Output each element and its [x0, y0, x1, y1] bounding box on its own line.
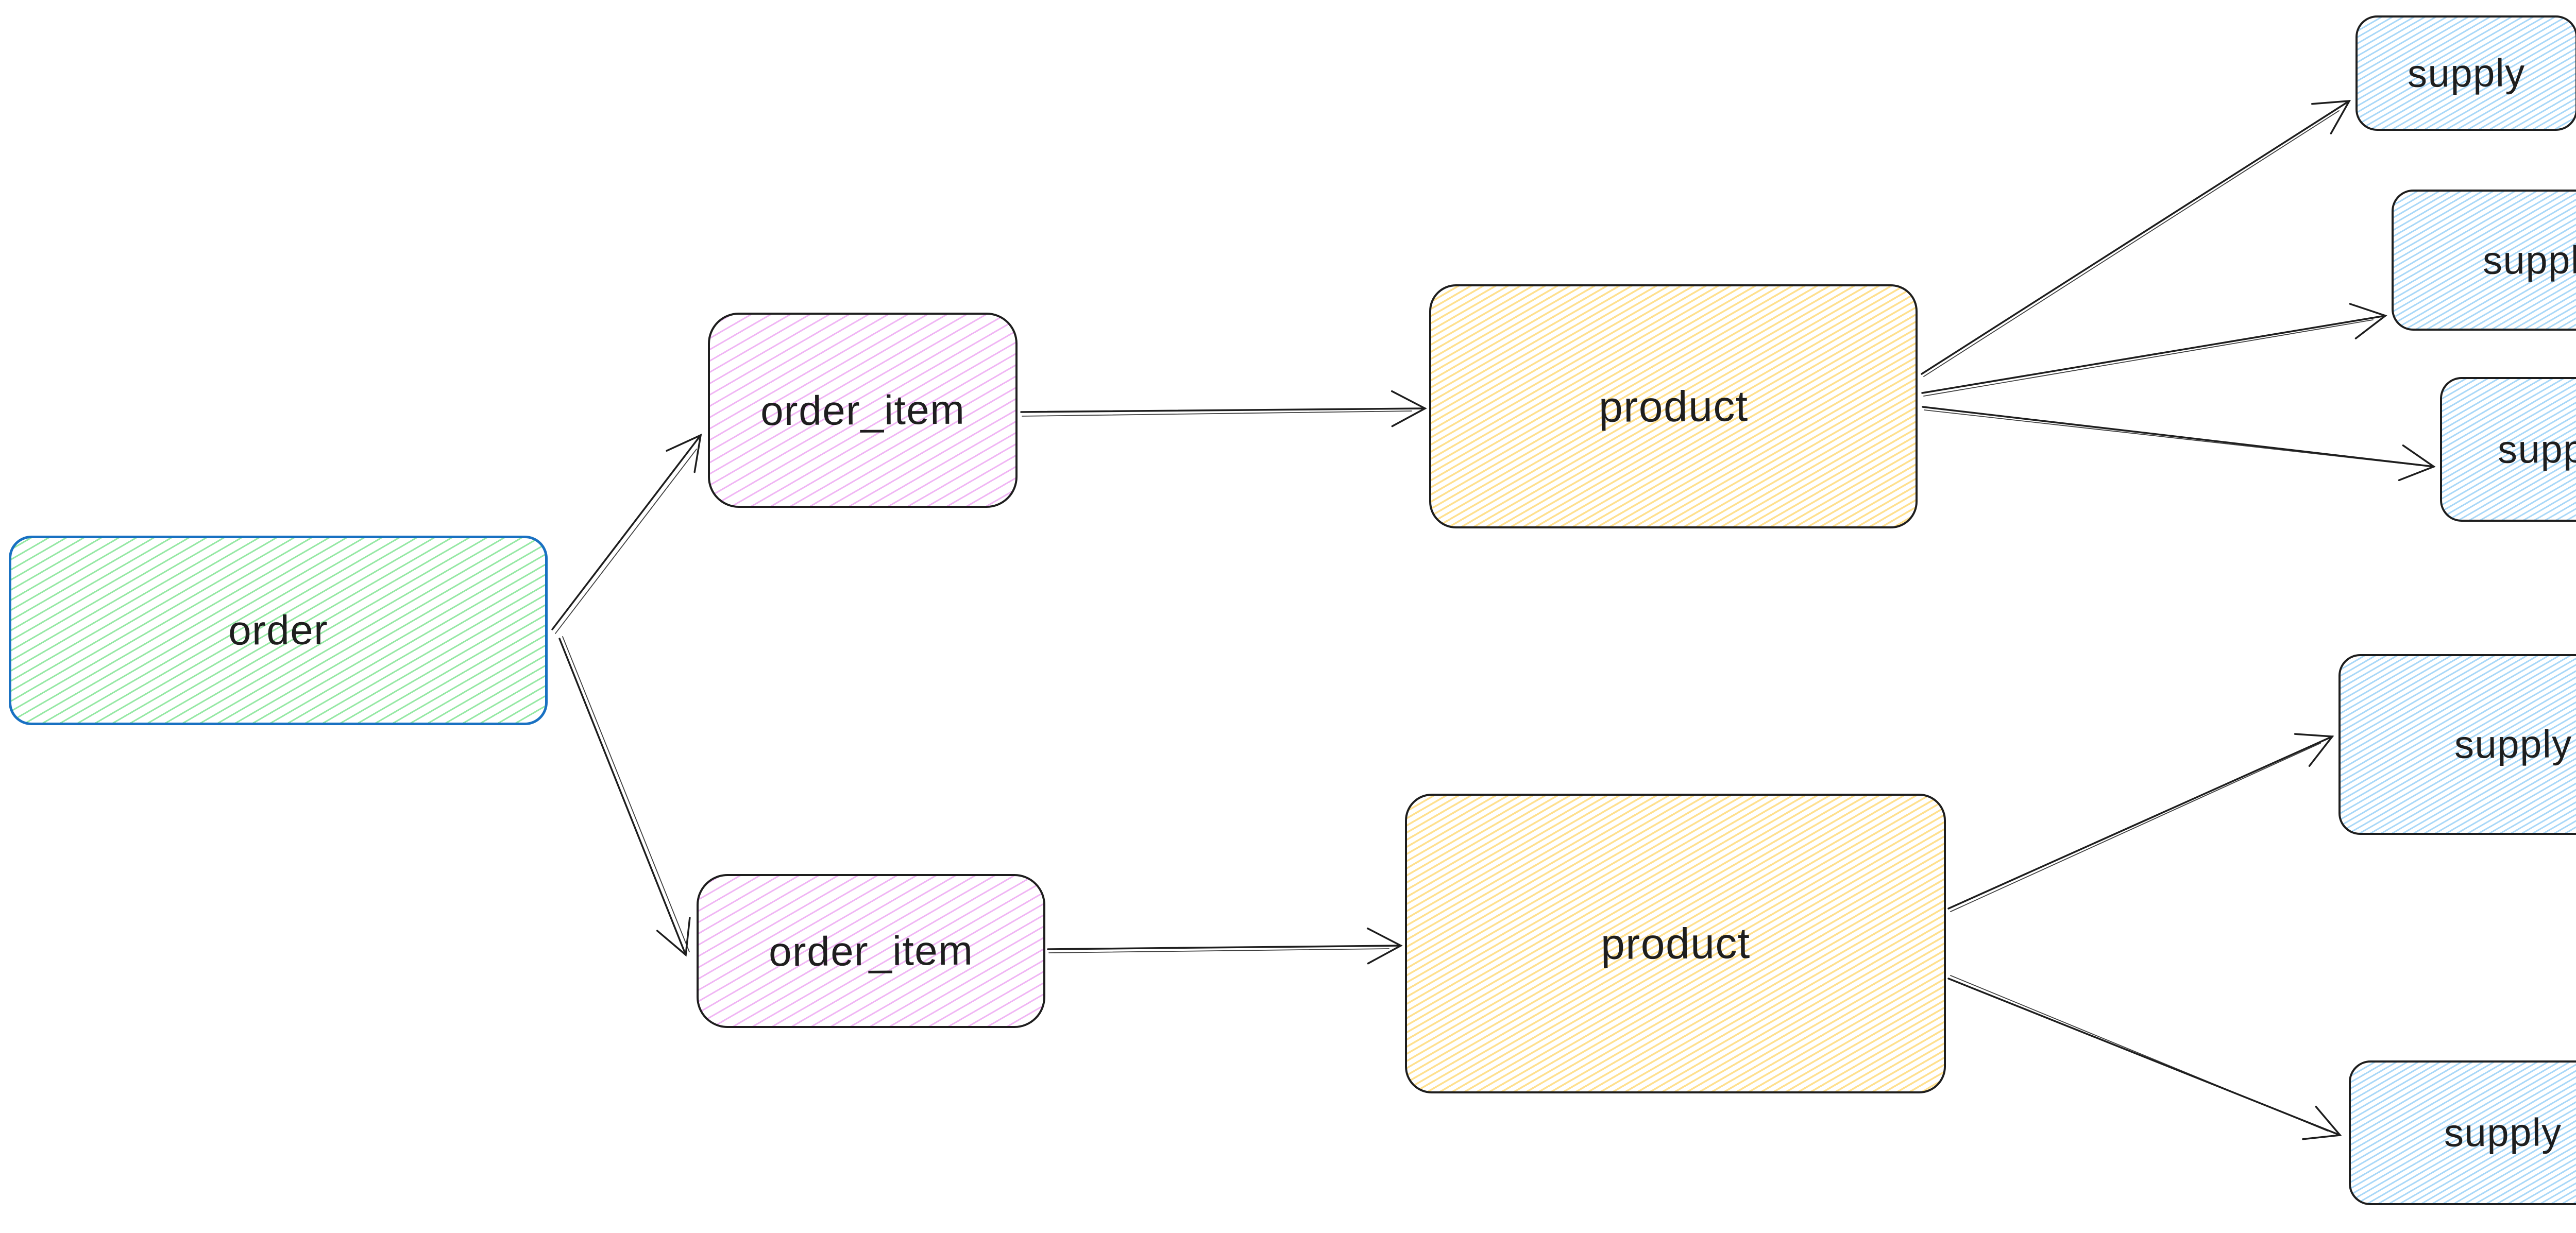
arrow-order-item-top-to-product-top[interactable] [1020, 390, 1427, 427]
node-order[interactable]: order [9, 536, 548, 725]
node-supply-top-3-label: supply [2497, 427, 2576, 472]
node-order-item-bottom[interactable]: order_item [697, 874, 1045, 1028]
arrow-product-top-to-supply-top-1[interactable] [1921, 99, 2351, 377]
node-supply-bottom-2[interactable]: supply [2349, 1060, 2576, 1205]
node-order-item-top[interactable]: order_item [708, 313, 1018, 508]
node-supply-top-1-label: supply [2407, 50, 2526, 96]
node-order-item-bottom-label: order_item [768, 927, 974, 974]
node-product-bottom-label: product [1600, 918, 1751, 968]
arrow-product-top-to-supply-top-3[interactable] [1922, 406, 2436, 482]
node-product-top-label: product [1598, 381, 1749, 431]
node-order-label: order [228, 607, 329, 654]
arrow-product-top-to-supply-top-2[interactable] [1921, 303, 2387, 397]
node-product-bottom[interactable]: product [1405, 794, 1946, 1093]
node-supply-top-1[interactable]: supply [2355, 15, 2576, 131]
arrow-order-item-bottom-to-product-bottom[interactable] [1047, 927, 1403, 965]
arrow-order-to-order-item-top[interactable] [551, 434, 702, 634]
node-supply-top-2[interactable]: supply [2392, 190, 2576, 331]
node-supply-bottom-2-label: supply [2444, 1110, 2562, 1155]
node-supply-top-2-label: supply [2482, 237, 2576, 283]
node-product-top[interactable]: product [1429, 284, 1918, 528]
node-supply-top-3[interactable]: supply [2440, 377, 2576, 522]
arrow-order-to-order-item-bottom[interactable] [558, 636, 691, 957]
node-order-item-top-label: order_item [760, 386, 965, 434]
arrow-product-bottom-to-supply-bottom-2[interactable] [1947, 975, 2342, 1140]
node-supply-bottom-1-label: supply [2454, 722, 2572, 767]
arrow-product-bottom-to-supply-bottom-1[interactable] [1947, 733, 2334, 912]
node-supply-bottom-1[interactable]: supply [2338, 654, 2576, 835]
